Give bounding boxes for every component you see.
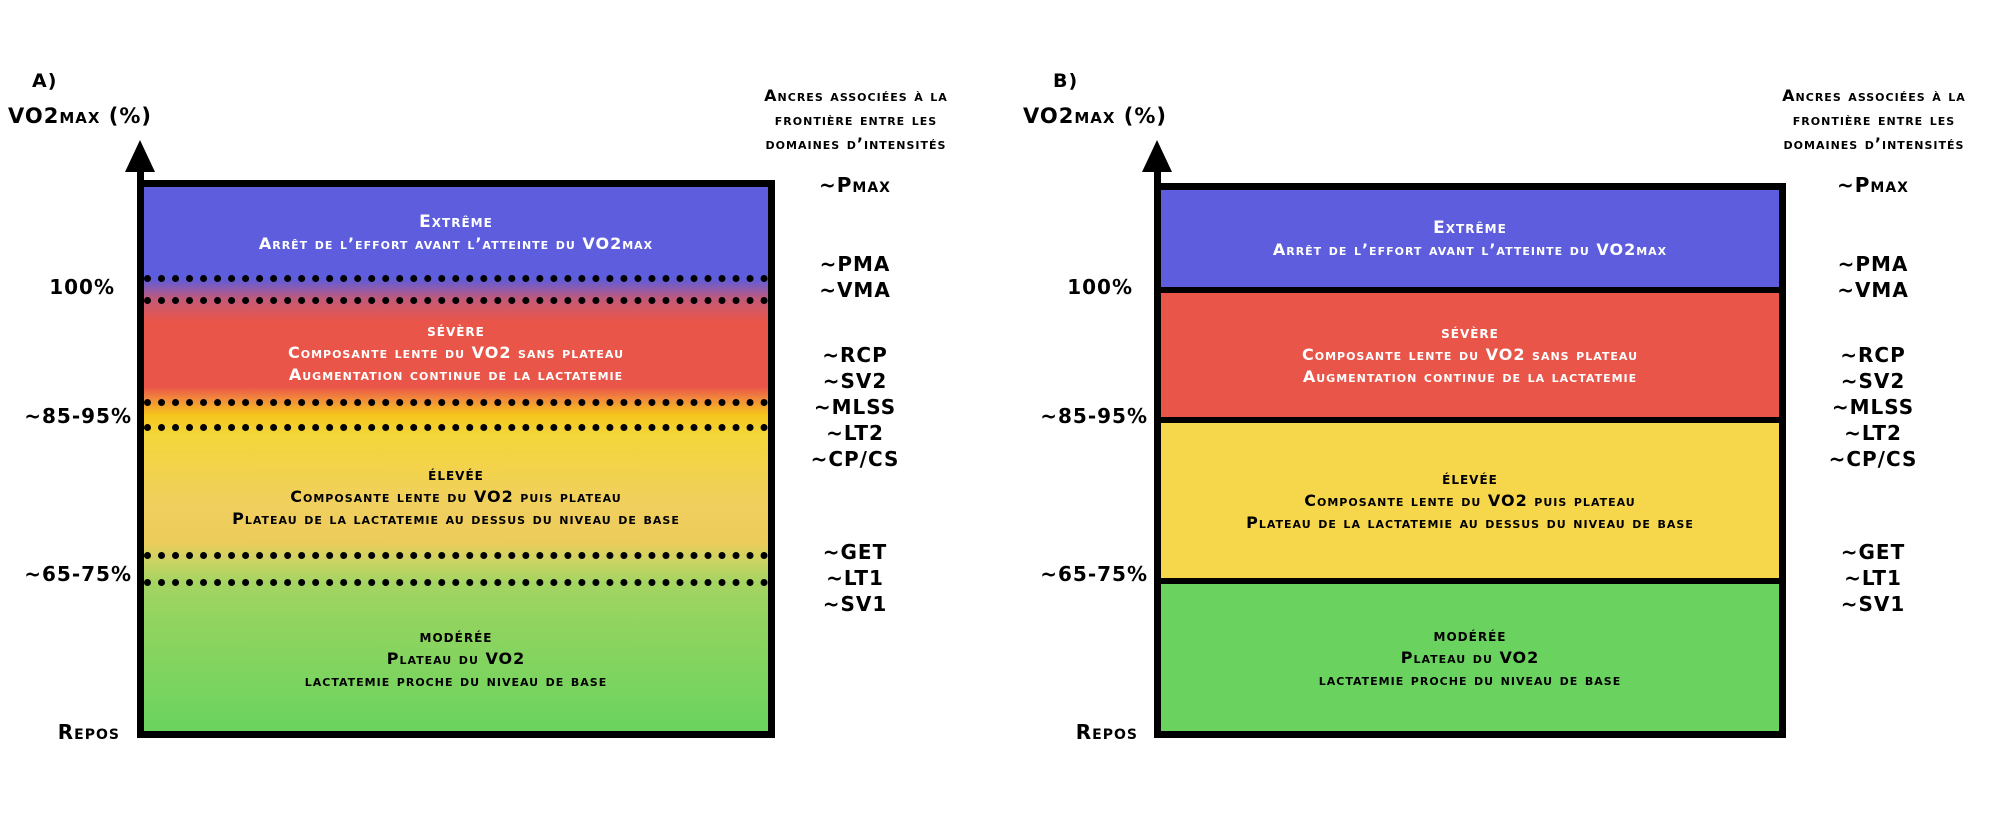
boundary-dotted-line xyxy=(144,424,768,431)
zone-description: Composante lente du VO2 puis plateau xyxy=(1304,490,1636,510)
zone-description: Plateau de la lactatemie au dessus du ni… xyxy=(1246,512,1694,532)
anchor-label: ~Pmax xyxy=(1837,173,1909,197)
zone-moderee: modérée Plateau du VO2 lactatemie proche… xyxy=(1161,584,1779,731)
anchor-label: ~PMA xyxy=(819,252,891,276)
anchor-label: ~RCP xyxy=(1840,343,1906,367)
y-tick-label: ~85-95% xyxy=(1040,404,1148,428)
anchor-label: ~MLSS xyxy=(813,395,897,419)
zone-name: élevée xyxy=(1442,468,1498,489)
boundary-dotted-line xyxy=(144,552,768,559)
boundary-dotted-line xyxy=(144,275,768,282)
zone-description: Composante lente du VO2 sans plateau xyxy=(287,343,625,362)
zone-name: modérée xyxy=(419,627,493,647)
zone-severe: sévère Composante lente du VO2 sans plat… xyxy=(1161,293,1779,417)
boundary-line xyxy=(1161,287,1779,293)
y-axis-title: VO2max (%) xyxy=(1023,104,1167,128)
anchors-title-line: Ancres associées à la xyxy=(764,86,948,105)
anchor-label: ~PMA xyxy=(1837,252,1909,276)
anchor-label: ~SV2 xyxy=(1840,369,1906,393)
anchor-label: ~LT1 xyxy=(826,566,884,590)
zone-description: Composante lente du VO2 sans plateau xyxy=(1301,345,1639,364)
zone-description: Augmentation continue de la lactatemie xyxy=(1302,367,1638,386)
anchors-title: Ancres associées à la frontière entre le… xyxy=(1754,84,1994,156)
zone-name: modérée xyxy=(1433,625,1507,646)
boundary-line xyxy=(1161,578,1779,584)
panel-label: B) xyxy=(1053,70,1079,92)
anchor-label: ~RCP xyxy=(822,343,888,367)
zone-name: sévère xyxy=(1441,323,1499,343)
anchor-label: ~GET xyxy=(1840,540,1906,564)
boundary-dotted-line xyxy=(144,579,768,586)
anchor-label: ~SV1 xyxy=(1840,592,1906,616)
zone-description: Arrêt de l’effort avant l’atteinte du VO… xyxy=(258,234,654,253)
zone-description: Arrêt de l’effort avant l’atteinte du VO… xyxy=(1272,239,1668,259)
anchors-title: Ancres associées à la frontière entre le… xyxy=(736,84,976,156)
y-tick-label: 100% xyxy=(1067,275,1133,299)
intensity-domains-frame: Extrême Arrêt de l’effort avant l’attein… xyxy=(1154,183,1786,738)
anchor-label: ~LT1 xyxy=(1844,566,1902,590)
y-axis-arrowhead xyxy=(125,140,155,172)
zone-name: Extrême xyxy=(419,212,493,232)
y-tick-label: Repos xyxy=(57,720,120,744)
boundary-line xyxy=(1161,417,1779,423)
zone-name: sévère xyxy=(427,321,485,341)
anchor-label: ~SV2 xyxy=(822,369,888,393)
intensity-domains-frame: Extrême Arrêt de l’effort avant l’attein… xyxy=(137,180,775,738)
anchors-title-line: frontière entre les xyxy=(1792,110,1956,129)
y-tick-label: 100% xyxy=(49,275,115,299)
anchors-title-line: frontière entre les xyxy=(774,110,938,129)
zone-elevee: élevée Composante lente du VO2 puis plat… xyxy=(1161,423,1779,578)
zone-description: Augmentation continue de la lactatemie xyxy=(288,365,624,384)
zone-severe: sévère Composante lente du VO2 sans plat… xyxy=(144,303,768,403)
zone-elevee: élevée Composante lente du VO2 puis plat… xyxy=(144,437,768,557)
y-axis-arrowhead xyxy=(1142,140,1172,172)
y-tick-label: ~85-95% xyxy=(24,404,132,428)
anchors-title-line: Ancres associées à la xyxy=(1782,86,1966,105)
y-tick-label: ~65-75% xyxy=(1040,562,1148,586)
y-axis-title: VO2max (%) xyxy=(8,104,152,128)
zone-description: Composante lente du VO2 puis plateau xyxy=(290,487,622,506)
zone-description: Plateau de la lactatemie au dessus du ni… xyxy=(232,509,680,528)
y-tick-label: Repos xyxy=(1075,720,1138,744)
y-axis-line xyxy=(1154,170,1161,190)
boundary-dotted-line xyxy=(144,399,768,406)
zone-name: élevée xyxy=(428,465,484,485)
boundary-dotted-line xyxy=(144,297,768,304)
zone-description: Plateau du VO2 xyxy=(1400,647,1540,667)
anchor-label: ~CP/CS xyxy=(810,447,900,471)
anchor-label: ~MLSS xyxy=(1831,395,1915,419)
anchor-label: ~Pmax xyxy=(819,173,891,197)
anchor-label: ~CP/CS xyxy=(1828,447,1918,471)
zone-extreme: Extrême Arrêt de l’effort avant l’attein… xyxy=(1161,190,1779,287)
zone-moderee: modérée Plateau du VO2 lactatemie proche… xyxy=(144,587,768,731)
anchor-label: ~VMA xyxy=(819,278,891,302)
anchor-label: ~LT2 xyxy=(1844,421,1902,445)
y-tick-label: ~65-75% xyxy=(24,562,132,586)
zone-description: lactatemie proche du niveau de base xyxy=(1318,669,1622,689)
anchor-label: ~SV1 xyxy=(822,592,888,616)
panel-label: A) xyxy=(32,70,58,92)
zone-name: Extrême xyxy=(1433,217,1507,238)
anchor-label: ~VMA xyxy=(1837,278,1909,302)
zone-description: lactatemie proche du niveau de base xyxy=(304,671,608,690)
anchors-title-line: domaines d’intensités xyxy=(765,134,947,153)
anchor-label: ~LT2 xyxy=(826,421,884,445)
zone-description: Plateau du VO2 xyxy=(386,649,526,668)
anchors-title-line: domaines d’intensités xyxy=(1783,134,1965,153)
anchor-label: ~GET xyxy=(822,540,888,564)
zone-extreme: Extrême Arrêt de l’effort avant l’attein… xyxy=(144,187,768,279)
